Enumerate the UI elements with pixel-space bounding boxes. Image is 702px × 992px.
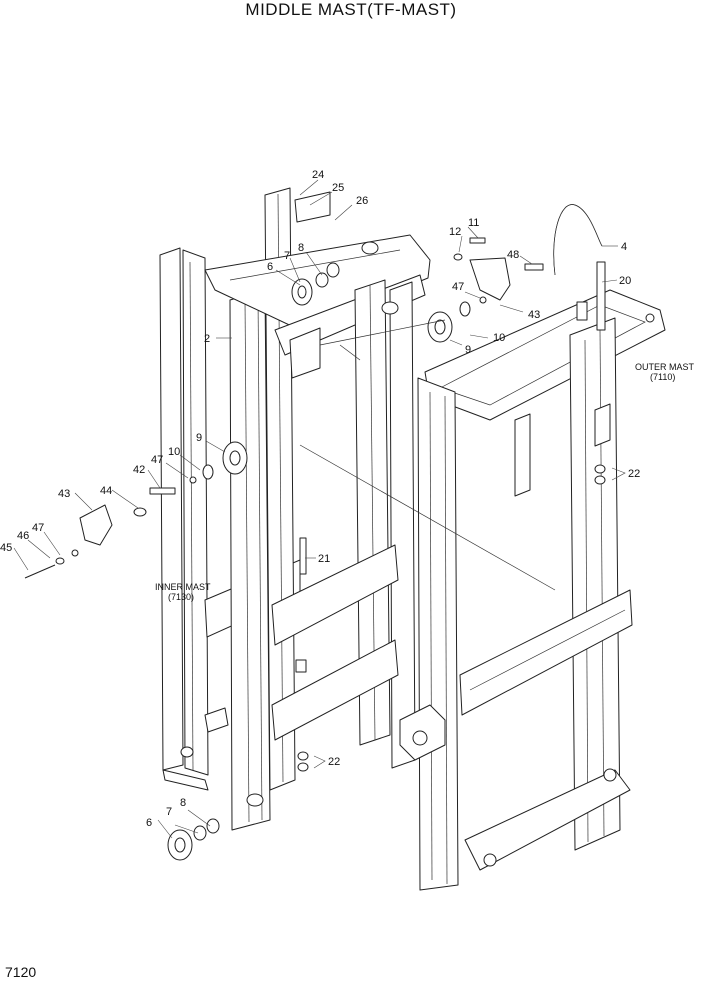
inner-mast-label: INNER MAST	[155, 582, 211, 592]
callout-47-right: 47	[452, 281, 464, 293]
callout-42: 42	[133, 464, 145, 476]
sheave-bottom	[167, 818, 220, 861]
callout-47-far-left: 47	[32, 522, 44, 534]
callout-26: 26	[356, 195, 368, 207]
callout-8-bottom: 8	[180, 797, 186, 809]
sheave-left	[189, 441, 248, 484]
callout-10-right: 10	[493, 332, 505, 344]
callout-22-right: 22	[628, 468, 640, 480]
outer-mast-label: OUTER MAST	[635, 362, 695, 372]
reference-labels: OUTER MAST (7110) INNER MAST (7130)	[155, 362, 695, 602]
callout-6-top: 6	[267, 261, 273, 273]
callout-8-top: 8	[298, 242, 304, 254]
bracket-right	[453, 237, 544, 301]
sheave-top	[291, 262, 340, 306]
callout-9-right: 9	[465, 344, 471, 356]
nuts	[297, 464, 606, 772]
callout-22-bottom: 22	[328, 756, 340, 768]
callout-20: 20	[619, 275, 631, 287]
callout-46: 46	[17, 530, 29, 542]
callout-4: 4	[621, 241, 627, 253]
sheave-upper-right	[427, 296, 487, 343]
callout-6-bottom: 6	[146, 817, 152, 829]
outer-mast	[417, 289, 666, 891]
lift-chain	[553, 204, 606, 331]
bracket-left	[24, 487, 176, 579]
callout-12: 12	[449, 226, 461, 238]
callout-10-left: 10	[168, 446, 180, 458]
callout-25: 25	[332, 182, 344, 194]
callout-47-left: 47	[151, 454, 163, 466]
callouts: 24 25 26 11 12 4 48 20 8 7 6 2 47 43 10 …	[0, 169, 640, 829]
callout-2: 2	[204, 333, 210, 345]
callout-7-bottom: 7	[166, 806, 172, 818]
callout-45: 45	[0, 542, 12, 554]
callout-9-left: 9	[196, 432, 202, 444]
callout-43-left: 43	[58, 488, 70, 500]
callout-7-top: 7	[284, 250, 290, 262]
page-number: 7120	[5, 964, 37, 980]
callout-43-right: 43	[528, 309, 540, 321]
callout-44: 44	[100, 485, 112, 497]
callout-24: 24	[312, 169, 324, 181]
inner-mast-code: (7130)	[168, 592, 194, 602]
callout-48: 48	[507, 249, 519, 261]
page-title: MIDDLE MAST(TF-MAST)	[245, 0, 457, 19]
leader-lines	[13, 179, 626, 839]
callout-21: 21	[318, 553, 330, 565]
callout-11: 11	[468, 217, 479, 229]
outer-mast-code: (7110)	[650, 372, 675, 382]
